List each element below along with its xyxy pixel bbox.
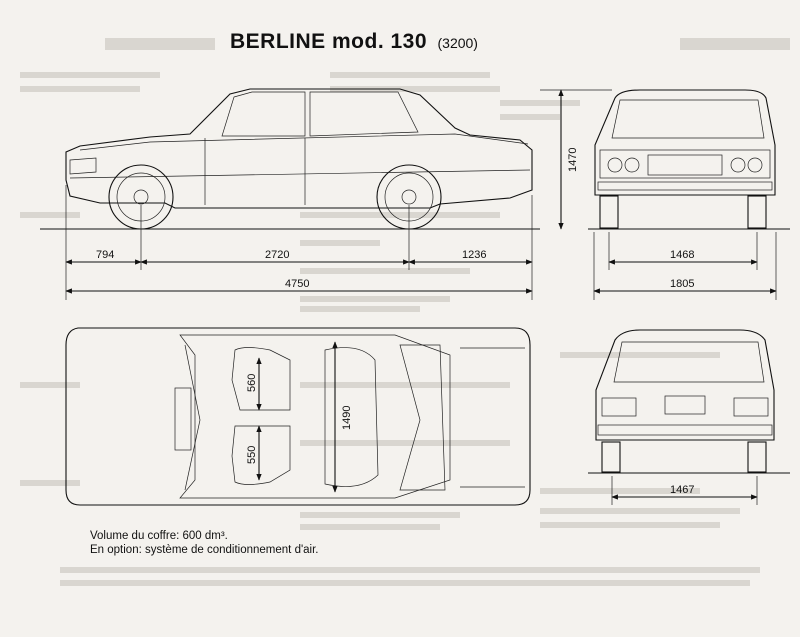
dim-wheelbase: 2720 <box>265 249 289 261</box>
page-title: BERLINE mod. 130 (3200) <box>230 30 478 54</box>
model-name: BERLINE mod. 130 <box>230 30 428 53</box>
model-code: (3200) <box>437 35 478 51</box>
rear-view: 1467 <box>588 329 790 505</box>
front-view: 1470 1468 1805 <box>540 89 790 300</box>
dim-overall-width: 1805 <box>670 278 694 290</box>
dim-overall-length: 4750 <box>285 278 309 290</box>
top-view: 560 550 1490 <box>65 327 531 506</box>
dim-rear-overhang: 1236 <box>462 249 486 261</box>
air-conditioning-note: En option: système de conditionnement d'… <box>90 544 319 556</box>
dim-rear-seat: 550 <box>246 446 258 464</box>
dim-rear-track: 1467 <box>670 484 694 496</box>
dim-front-seat: 560 <box>246 374 258 392</box>
side-view: 794 2720 1236 4750 <box>40 88 540 300</box>
dim-front-overhang: 794 <box>96 249 114 261</box>
trunk-volume-note: Volume du coffre: 600 dm³. <box>90 530 228 542</box>
dim-height: 1470 <box>567 148 579 172</box>
dim-interior-width: 1490 <box>341 406 353 430</box>
rear-wheel <box>376 164 442 230</box>
dim-front-track: 1468 <box>670 249 694 261</box>
